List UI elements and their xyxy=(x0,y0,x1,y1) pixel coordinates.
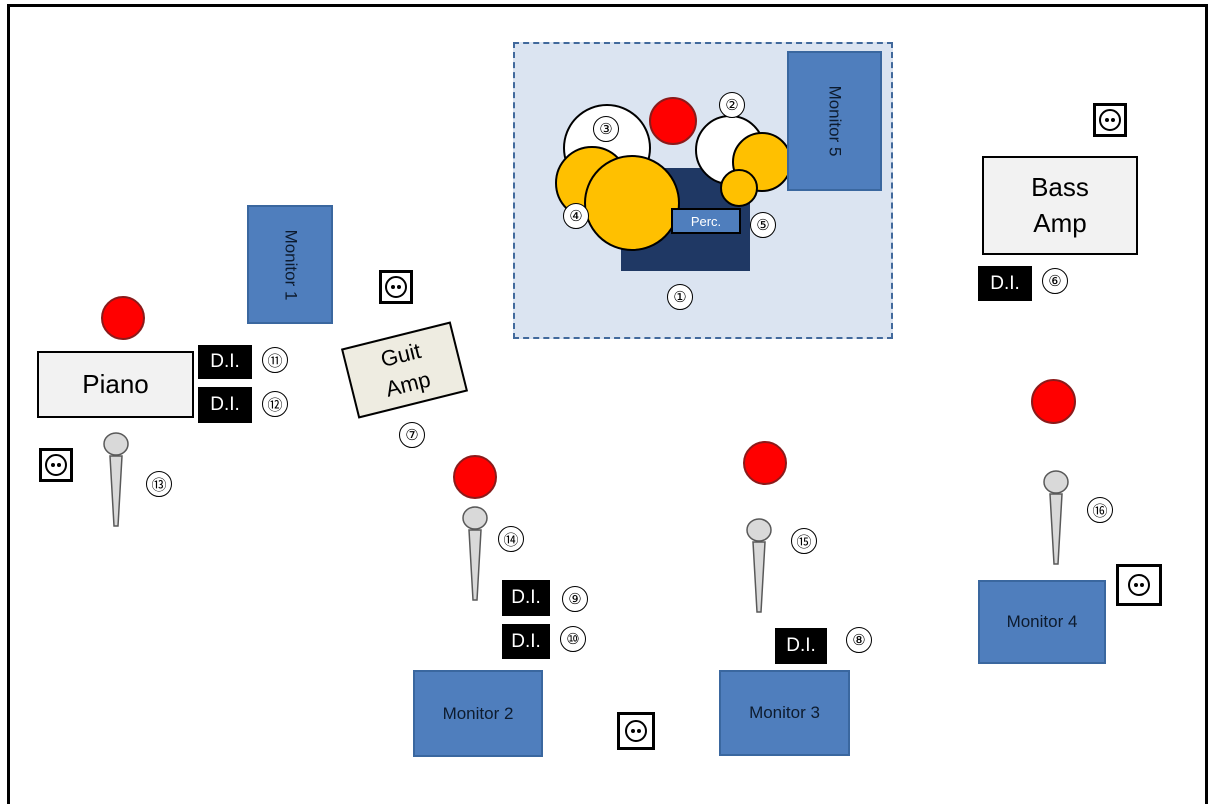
di-box: D.I. xyxy=(198,387,252,423)
bass-amp: Bass Amp xyxy=(982,156,1138,255)
channel-16: ⑯ xyxy=(1087,497,1113,523)
channel-7: ⑦ xyxy=(399,422,425,448)
drummer-position-icon xyxy=(649,97,697,145)
piano: Piano xyxy=(37,351,194,418)
performer-position-icon xyxy=(101,296,145,340)
di-box: D.I. xyxy=(502,580,550,616)
monitor-1: Monitor 1 xyxy=(247,205,333,324)
channel-4: ④ xyxy=(563,203,589,229)
percussion-box: Perc. xyxy=(671,208,741,234)
monitor-3-label: Monitor 3 xyxy=(749,703,820,722)
channel-13: ⑬ xyxy=(146,471,172,497)
cymbal xyxy=(584,155,680,251)
channel-5: ⑤ xyxy=(750,212,776,238)
monitor-2-label: Monitor 2 xyxy=(442,703,514,723)
channel-12: ⑫ xyxy=(262,391,288,417)
di-box: D.I. xyxy=(198,345,252,379)
percussion-label: Perc. xyxy=(690,213,722,229)
microphone-icon xyxy=(103,432,129,527)
performer-position-icon xyxy=(743,441,787,485)
power-outlet-icon xyxy=(39,448,73,482)
channel-14: ⑭ xyxy=(498,526,524,552)
power-outlet-icon xyxy=(1116,564,1162,606)
channel-9: ⑨ xyxy=(562,586,588,612)
power-outlet-icon xyxy=(379,270,413,304)
performer-position-icon xyxy=(453,455,497,499)
piano-label: Piano xyxy=(82,369,149,399)
cymbal xyxy=(720,169,758,207)
microphone-icon xyxy=(746,518,772,613)
monitor-3: Monitor 3 xyxy=(719,670,850,756)
channel-6: ⑥ xyxy=(1042,268,1068,294)
monitor-4: Monitor 4 xyxy=(978,580,1106,664)
monitor-2: Monitor 2 xyxy=(413,670,543,757)
performer-position-icon xyxy=(1031,379,1076,424)
channel-15: ⑮ xyxy=(791,528,817,554)
stage-border xyxy=(7,4,1208,804)
monitor-5-label: Monitor 5 xyxy=(825,85,845,157)
channel-3: ③ xyxy=(593,116,619,142)
microphone-icon xyxy=(1043,470,1069,565)
monitor-4-label: Monitor 4 xyxy=(1006,612,1078,631)
microphone-icon xyxy=(462,506,488,601)
power-outlet-icon xyxy=(1093,103,1127,137)
monitor-1-label: Monitor 1 xyxy=(281,229,300,300)
channel-1: ① xyxy=(667,284,693,310)
di-box: D.I. xyxy=(978,266,1032,301)
di-box: D.I. xyxy=(502,624,550,659)
bass-amp-label: Bass xyxy=(1031,172,1089,203)
channel-8: ⑧ xyxy=(846,627,872,653)
channel-2: ② xyxy=(719,92,745,118)
bass-amp-label: Amp xyxy=(1033,207,1087,238)
di-box: D.I. xyxy=(775,628,827,664)
channel-10: ⑩ xyxy=(560,626,586,652)
channel-11: ⑪ xyxy=(262,347,288,373)
power-outlet-icon xyxy=(617,712,655,750)
monitor-5: Monitor 5 xyxy=(787,51,882,191)
stage-plot: Perc. Monitor 5 ① ② ③ ④ ⑤ Bass Amp D.I. … xyxy=(7,4,1208,804)
